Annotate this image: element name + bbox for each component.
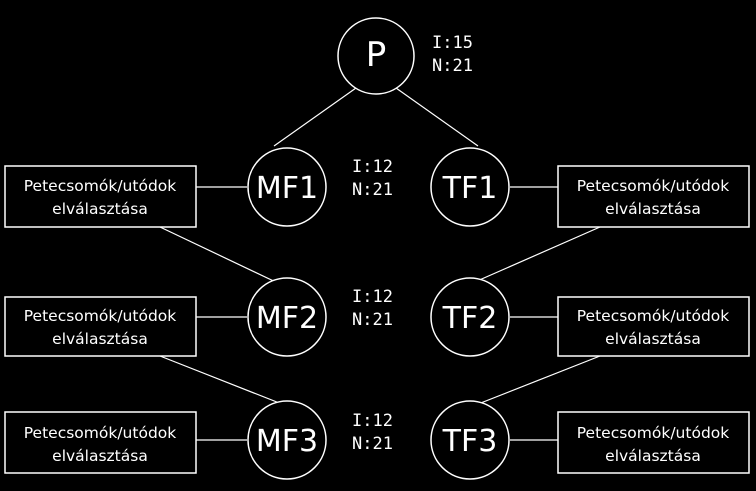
node-tf1-circle [430, 147, 510, 227]
link-box-right1-tf2 [467, 226, 601, 286]
box-right-3-line2: elválasztása [605, 447, 701, 465]
box-left-2-frame [4, 296, 197, 357]
link-box-left1-mf2 [159, 226, 283, 286]
box-right-3-frame [557, 411, 750, 474]
box-left-3: Petecsomók/utódok elválasztása [4, 411, 197, 474]
box-left-3-line1: Petecsomók/utódok [24, 424, 177, 442]
box-left-1-frame [4, 165, 197, 228]
node-tf2: TF2 [430, 277, 510, 357]
node-tf2-label: TF2 [442, 301, 498, 336]
node-mf2-i-stat: I:12 [352, 287, 393, 307]
node-mf2-n-stat: N:21 [352, 310, 393, 330]
box-left-2-line1: Petecsomók/utódok [24, 307, 177, 325]
node-mf3-i-stat: I:12 [352, 411, 393, 431]
node-mf2-label: MF2 [256, 301, 318, 336]
node-mf1-n-stat: N:21 [352, 180, 393, 200]
node-tf1-label: TF1 [442, 171, 498, 206]
node-mf2: MF2 [247, 277, 327, 357]
link-p-tf1 [395, 87, 479, 147]
box-right-2: Petecsomók/utódok elválasztása [557, 296, 750, 357]
box-left-1: Petecsomók/utódok elválasztása [4, 165, 197, 228]
box-left-1-line2: elválasztása [52, 200, 148, 218]
box-left-1-line1: Petecsomók/utódok [24, 177, 177, 195]
box-left-2: Petecsomók/utódok elválasztása [4, 296, 197, 357]
node-tf2-circle [430, 277, 510, 357]
link-box-right2-tf3 [467, 355, 601, 409]
box-right-3: Petecsomók/utódok elválasztása [557, 411, 750, 474]
box-left-3-line2: elválasztása [52, 447, 148, 465]
link-p-mf1 [273, 87, 357, 147]
node-mf3-n-stat: N:21 [352, 434, 393, 454]
link-box-left2-mf3 [159, 355, 293, 409]
node-mf3: MF3 [247, 400, 327, 480]
box-right-1-line1: Petecsomók/utódok [577, 177, 730, 195]
node-mf3-circle [247, 400, 327, 480]
node-mf3-label: MF3 [256, 424, 318, 459]
node-tf3-circle [430, 400, 510, 480]
node-p-label: P [366, 35, 387, 75]
node-mf1-i-stat: I:12 [352, 157, 393, 177]
box-left-3-frame [4, 411, 197, 474]
node-mf1: MF1 [247, 147, 327, 227]
box-right-2-frame [557, 296, 750, 357]
box-right-1: Petecsomók/utódok elválasztása [557, 165, 750, 228]
connectors [159, 87, 601, 441]
node-mf1-label: MF1 [256, 171, 318, 206]
node-p-i-stat: I:15 [432, 33, 473, 53]
node-tf1: TF1 [430, 147, 510, 227]
box-left-2-line2: elválasztása [52, 330, 148, 348]
box-right-1-line2: elválasztása [605, 200, 701, 218]
node-mf2-circle [247, 277, 327, 357]
node-tf3: TF3 [430, 400, 510, 480]
node-tf3-label: TF3 [442, 424, 498, 459]
node-p: P [337, 17, 415, 95]
node-p-circle [337, 17, 415, 95]
box-right-2-line1: Petecsomók/utódok [577, 307, 730, 325]
box-right-3-line1: Petecsomók/utódok [577, 424, 730, 442]
node-mf1-circle [247, 147, 327, 227]
box-right-1-frame [557, 165, 750, 228]
node-p-n-stat: N:21 [432, 56, 473, 76]
box-right-2-line2: elválasztása [605, 330, 701, 348]
